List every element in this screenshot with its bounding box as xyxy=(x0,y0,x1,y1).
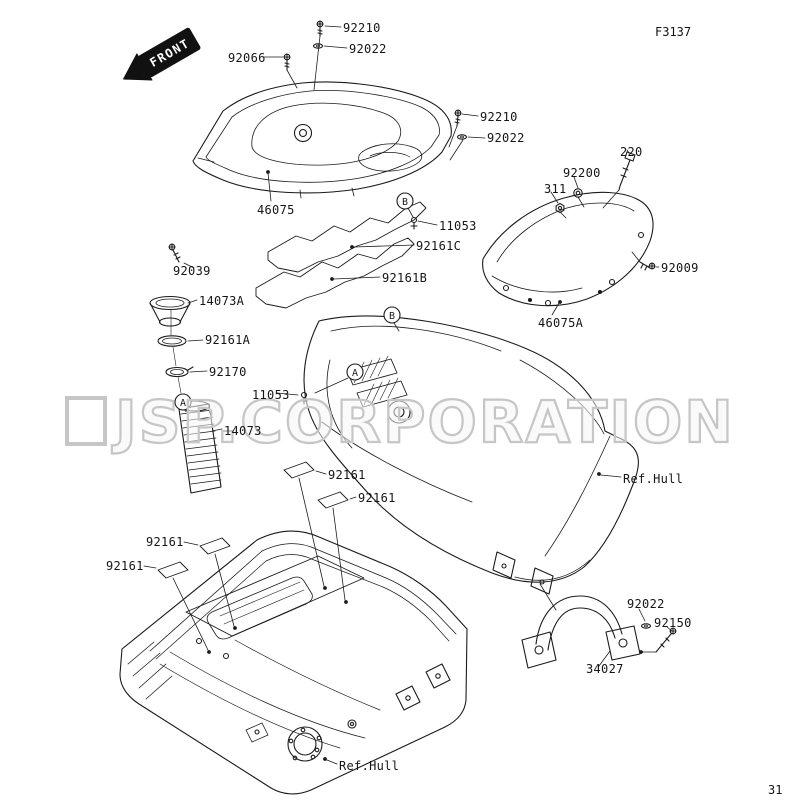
part-hull-tub xyxy=(119,530,468,795)
part-label-92022-handle: 92022 xyxy=(627,597,665,611)
callout-B-top: B xyxy=(396,192,414,210)
callout-B-mid-label: B xyxy=(389,311,395,322)
part-label-11053-bottom: 11053 xyxy=(252,388,290,402)
part-deck-middle xyxy=(303,315,639,595)
part-label-92022-top: 92022 xyxy=(349,42,387,56)
part-label-92200: 92200 xyxy=(563,166,601,180)
part-label-92009: 92009 xyxy=(661,261,699,275)
callout-B-mid: B xyxy=(383,306,401,324)
screw-92039 xyxy=(168,243,181,263)
part-92161C-gasket xyxy=(267,201,427,273)
nut-311 xyxy=(555,202,565,214)
ref-hull-label-deck: Ref.Hull xyxy=(623,472,684,486)
callout-A-left-label: A xyxy=(180,398,186,409)
callout-A-mid: A xyxy=(346,363,364,381)
callout-B-top-label: B xyxy=(402,197,408,208)
part-label-92161-3: 92161 xyxy=(146,535,184,549)
part-46075-tray xyxy=(192,81,452,199)
front-arrow: FRONT xyxy=(123,27,201,81)
part-label-92161B: 92161B xyxy=(382,271,428,285)
part-label-11053-top: 11053 xyxy=(439,219,477,233)
part-label-311: 311 xyxy=(544,182,567,196)
part-34027-handle xyxy=(521,595,641,669)
part-label-92022-right: 92022 xyxy=(487,131,525,145)
washer-92022-bottom xyxy=(640,623,652,629)
callout-A-left: A xyxy=(174,393,192,411)
washer-92022-top xyxy=(312,43,324,49)
leader-lines xyxy=(143,25,673,765)
callout-A-mid-label: A xyxy=(352,368,358,379)
part-label-92150: 92150 xyxy=(654,616,692,630)
screw-92066 xyxy=(283,53,291,71)
part-label-92066: 92066 xyxy=(228,51,266,65)
part-14073-duct xyxy=(177,400,222,494)
page-number: 31 xyxy=(768,783,783,797)
part-label-14073: 14073 xyxy=(224,424,262,438)
part-label-92161A: 92161A xyxy=(205,333,251,347)
part-label-92161C: 92161C xyxy=(416,239,462,253)
part-label-92161-4: 92161 xyxy=(106,559,144,573)
clip-11053-bottom xyxy=(300,391,308,405)
part-label-46075A: 46075A xyxy=(538,316,584,330)
pads-92161 xyxy=(157,461,349,579)
screw-92210-top xyxy=(316,20,324,37)
part-label-92039: 92039 xyxy=(173,264,211,278)
screw-92210-right xyxy=(454,109,462,127)
part-label-92170: 92170 xyxy=(209,365,247,379)
washer-92200 xyxy=(573,188,583,198)
bolt-220 xyxy=(618,151,636,191)
part-label-92210-top: 92210 xyxy=(343,21,381,35)
part-label-92161-1: 92161 xyxy=(328,468,366,482)
part-14073A-funnel xyxy=(149,295,191,327)
part-92161B-gasket xyxy=(255,237,415,309)
bolt-92150 xyxy=(655,627,677,653)
assembly-chain-lines xyxy=(170,309,190,414)
part-92161A-ring xyxy=(157,335,187,347)
part-46075A-visor xyxy=(482,191,654,307)
part-92170-clamp xyxy=(165,366,194,378)
screw-92009 xyxy=(639,261,656,271)
part-label-92210-right: 92210 xyxy=(480,110,518,124)
part-label-92161-2: 92161 xyxy=(358,491,396,505)
part-label-46075: 46075 xyxy=(257,203,295,217)
part-label-34027: 34027 xyxy=(586,662,624,676)
figure-code: F3137 xyxy=(655,25,692,39)
part-label-14073A: 14073A xyxy=(199,294,245,308)
washer-92022-right xyxy=(456,134,468,140)
ref-hull-label-tub: Ref.Hull xyxy=(339,759,400,773)
part-label-220: 220 xyxy=(620,145,643,159)
clip-11053-top xyxy=(410,216,418,230)
